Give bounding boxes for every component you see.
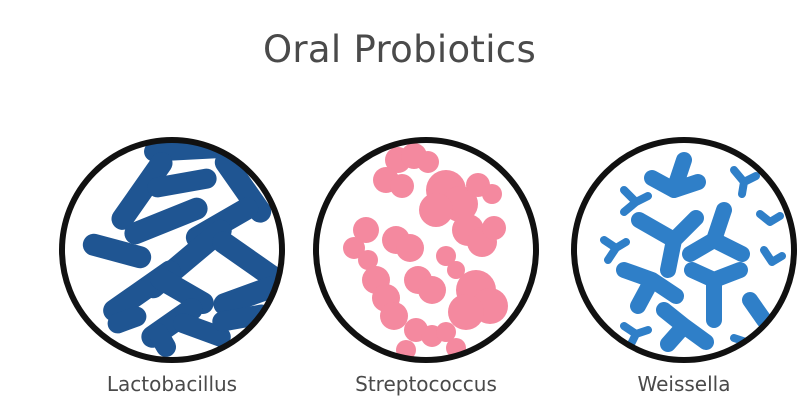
streptococcus-panel <box>306 130 546 370</box>
diagram-title: Oral Probiotics <box>0 28 799 71</box>
cocci-chain-bacteria-icon <box>306 130 546 370</box>
rod-bacteria-icon <box>52 130 292 370</box>
weissella-label: Weissella <box>564 372 799 396</box>
weissella-panel <box>564 130 799 370</box>
lactobacillus-panel <box>52 130 292 370</box>
streptococcus-label: Streptococcus <box>306 372 546 396</box>
lactobacillus-label: Lactobacillus <box>52 372 292 396</box>
branched-bacteria-icon <box>564 130 799 370</box>
